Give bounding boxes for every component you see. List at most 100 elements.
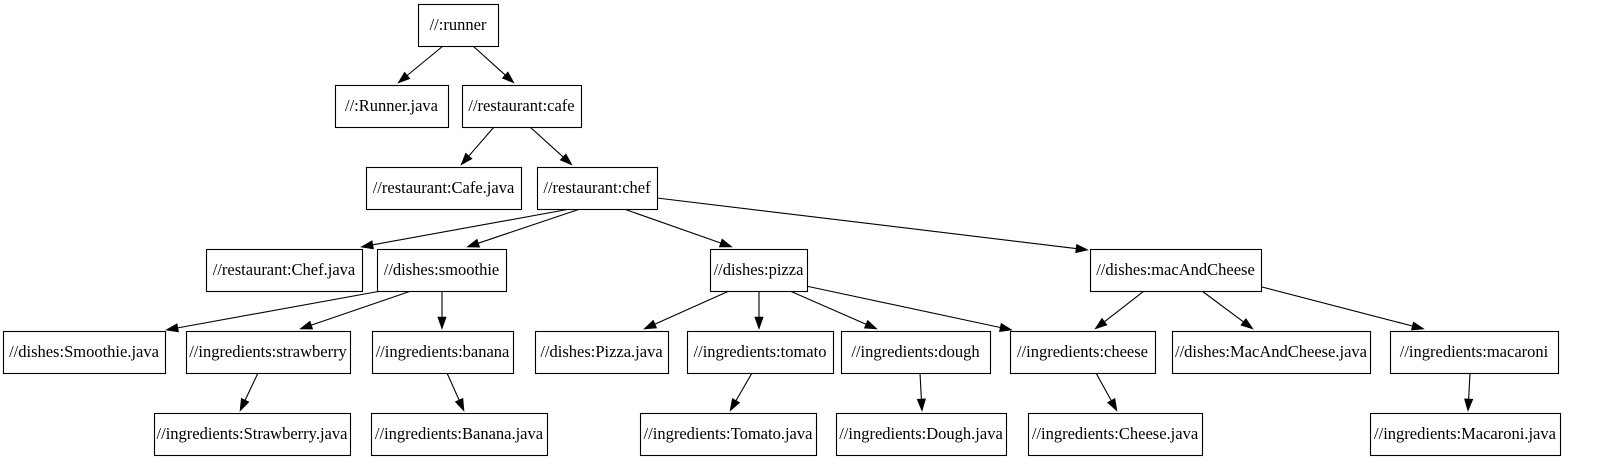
arrowhead-icon [454,397,465,412]
node-dough_java[interactable]: //ingredients:Dough.java [835,412,1008,457]
edge-ing_cheese-to-cheese_java [1095,372,1118,412]
node-restaurant_cafe[interactable]: //restaurant:cafe [461,84,583,129]
edge-restaurant_cafe-to-restaurant_chef [529,126,573,166]
node-box[interactable] [1171,330,1372,375]
node-label: //:runner [430,15,487,34]
node-box[interactable] [185,330,352,375]
node-smoothie_java[interactable]: //dishes:Smoothie.java [2,330,167,375]
node-tomato_java[interactable]: //ingredients:Tomato.java [639,412,818,457]
node-strawberry_java[interactable]: //ingredients:Strawberry.java [153,412,352,457]
node-restaurant_chef[interactable]: //restaurant:chef [536,166,659,211]
edge-line [372,208,571,246]
edge-dishes_smoothie-to-ing_banana [437,291,447,330]
node-ing_tomato[interactable]: //ingredients:tomato [686,330,835,375]
node-dishes_mac[interactable]: //dishes:macAndCheese [1089,248,1263,293]
node-label: //dishes:macAndCheese [1096,260,1255,279]
node-box[interactable] [536,166,659,211]
node-ing_strawberry[interactable]: //ingredients:strawberry [185,330,352,375]
edge-ing_strawberry-to-strawberry_java [239,372,259,412]
node-mac_java[interactable]: //dishes:MacAndCheese.java [1171,330,1372,375]
nodes-layer: //:runner //:Runner.java //restaurant:cafe… [2,3,1562,457]
node-box[interactable] [371,330,515,375]
node-box[interactable] [417,3,500,48]
edge-restaurant_chef-to-dishes_mac [656,197,1089,254]
edge-line [244,372,259,401]
node-ing_banana[interactable]: //ingredients:banana [371,330,515,375]
arrowhead-icon [729,398,741,412]
arrowhead-icon [360,240,374,250]
node-box[interactable] [709,248,809,293]
node-box[interactable] [534,330,670,375]
arrowhead-icon [1094,317,1108,330]
node-label: //restaurant:cafe [468,96,574,115]
arrowhead-icon [501,71,515,84]
node-box[interactable] [461,84,583,129]
node-box[interactable] [1389,330,1560,375]
node-label: //ingredients:Banana.java [375,424,544,443]
edge-restaurant_chef-to-dishes_smoothie [466,208,581,248]
node-box[interactable] [205,248,364,293]
node-label: //dishes:MacAndCheese.java [1175,342,1368,361]
arrowhead-icon [999,322,1013,332]
node-label: //restaurant:Cafe.java [373,178,515,197]
node-box[interactable] [1089,248,1263,293]
node-box[interactable] [835,412,1008,457]
node-box[interactable] [840,330,992,375]
node-label: //dishes:pizza [714,260,804,279]
node-box[interactable] [1369,412,1562,457]
node-label: //ingredients:Tomato.java [644,424,814,443]
node-cheese_java[interactable]: //ingredients:Cheese.java [1027,412,1204,457]
node-box[interactable] [2,330,167,375]
node-label: //ingredients:cheese [1017,342,1148,361]
node-runner_java[interactable]: //:Runner.java [334,84,450,129]
node-cafe_java[interactable]: //restaurant:Cafe.java [365,166,523,211]
edge-line [1095,372,1112,401]
node-box[interactable] [639,412,818,457]
node-label: //:Runner.java [345,96,439,115]
edge-ing_dough-to-dough_java [916,372,926,412]
node-box[interactable] [334,84,450,129]
edges-layer [165,45,1474,412]
node-macaroni_java[interactable]: //ingredients:Macaroni.java [1369,412,1562,457]
node-label: //ingredients:Dough.java [839,424,1003,443]
node-ing_cheese[interactable]: //ingredients:cheese [1009,330,1157,375]
edge-line [1201,290,1244,323]
node-ing_macaroni[interactable]: //ingredients:macaroni [1389,330,1560,375]
edge-line [472,45,506,76]
node-box[interactable] [365,166,523,211]
arrowhead-icon [437,316,447,330]
node-ing_dough[interactable]: //ingredients:dough [840,330,992,375]
node-box[interactable] [376,248,508,293]
arrowhead-icon [559,153,573,166]
node-banana_java[interactable]: //ingredients:Banana.java [370,412,549,457]
edge-dishes_smoothie-to-ing_strawberry [299,290,412,330]
node-label: //ingredients:Cheese.java [1032,424,1199,443]
node-dishes_pizza[interactable]: //dishes:pizza [709,248,809,293]
edge-restaurant_cafe-to-cafe_java [460,126,495,166]
node-box[interactable] [153,412,352,457]
edge-line [805,285,1001,329]
node-label: //ingredients:banana [376,342,510,361]
node-label: //ingredients:macaroni [1400,342,1549,361]
edge-ing_macaroni-to-macaroni_java [1464,372,1474,412]
node-box[interactable] [686,330,835,375]
node-runner[interactable]: //:runner [417,3,500,48]
node-box[interactable] [370,412,549,457]
node-dishes_smoothie[interactable]: //dishes:smoothie [376,248,508,293]
arrowhead-icon [165,323,179,333]
node-box[interactable] [1027,412,1204,457]
node-pizza_java[interactable]: //dishes:Pizza.java [534,330,670,375]
edge-dishes_mac-to-ing_macaroni [1261,286,1425,331]
node-chef_java[interactable]: //restaurant:Chef.java [205,248,364,293]
arrowhead-icon [1464,398,1474,412]
node-box[interactable] [1009,330,1157,375]
arrowhead-icon [754,316,764,330]
node-label: //ingredients:Strawberry.java [157,424,349,443]
edge-dishes_pizza-to-ing_tomato [754,291,764,330]
edge-dishes_pizza-to-ing_dough [789,290,878,330]
node-label: //dishes:smoothie [384,260,500,279]
edge-line [1468,372,1471,400]
arrowhead-icon [397,71,411,84]
arrowhead-icon [299,320,314,330]
